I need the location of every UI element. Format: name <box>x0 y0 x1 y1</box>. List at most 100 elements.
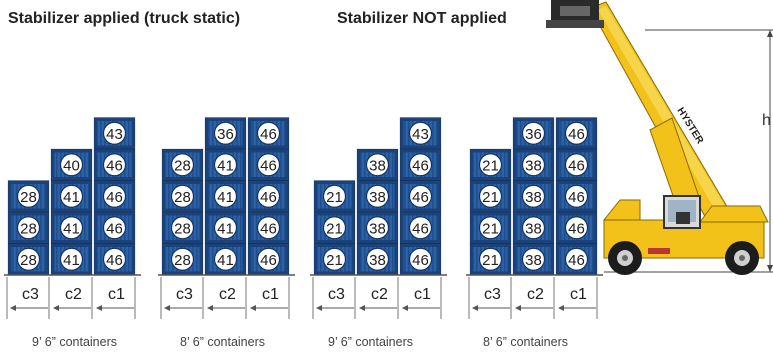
capacity-value: 38 <box>525 252 542 269</box>
container-box: 21 <box>469 243 512 276</box>
container-box: 43 <box>399 117 442 150</box>
container-box: 46 <box>399 180 442 213</box>
capacity-badge <box>408 184 433 208</box>
capacity-badge <box>478 153 503 177</box>
capacity-badge <box>521 216 546 240</box>
capacity-badge <box>102 153 127 177</box>
capacity-badge <box>408 247 433 271</box>
container-box: 38 <box>356 211 399 244</box>
container-box: 41 <box>204 243 247 276</box>
capacity-badge <box>521 153 546 177</box>
capacity-badge <box>408 121 433 145</box>
capacity-value: 46 <box>568 252 585 269</box>
capacity-value: 46 <box>412 252 429 269</box>
container-box: 46 <box>555 180 598 213</box>
capacity-badge <box>256 153 281 177</box>
capacity-value: 21 <box>482 189 499 206</box>
column-label: c3 <box>22 286 39 303</box>
container-box: 40 <box>50 148 93 181</box>
capacity-badge <box>478 216 503 240</box>
capacity-value: 46 <box>568 189 585 206</box>
container-box: 46 <box>93 148 136 181</box>
capacity-value: 46 <box>260 252 277 269</box>
capacity-badge <box>213 216 238 240</box>
capacity-value: 38 <box>369 252 386 269</box>
capacity-badge <box>16 247 41 271</box>
capacity-value: 28 <box>20 220 37 237</box>
capacity-value: 46 <box>568 220 585 237</box>
container-box: 38 <box>512 148 555 181</box>
capacity-value: 36 <box>217 126 234 143</box>
capacity-value: 46 <box>568 126 585 143</box>
container-box: 41 <box>50 243 93 276</box>
capacity-badge <box>59 153 84 177</box>
column-label: c3 <box>328 286 345 303</box>
container-box: 46 <box>93 180 136 213</box>
capacity-value: 41 <box>63 189 80 206</box>
capacity-value: 46 <box>412 220 429 237</box>
container-box: 21 <box>313 211 356 244</box>
container-box: 38 <box>356 243 399 276</box>
capacity-value: 46 <box>412 157 429 174</box>
container-box: 28 <box>161 243 204 276</box>
column-label: c2 <box>219 286 236 303</box>
capacity-badge <box>213 247 238 271</box>
capacity-badge <box>213 184 238 208</box>
container-box: 21 <box>469 180 512 213</box>
capacity-badge <box>213 121 238 145</box>
capacity-value: 21 <box>326 252 343 269</box>
caption-stack-2: 8’ 6” containers <box>180 335 265 349</box>
column-label: c1 <box>108 286 125 303</box>
container-box: 21 <box>313 180 356 213</box>
capacity-value: 28 <box>174 252 191 269</box>
capacity-badge <box>102 121 127 145</box>
capacity-badge <box>521 121 546 145</box>
container-box: 28 <box>161 211 204 244</box>
caption-stack-3: 9’ 6” containers <box>328 335 413 349</box>
capacity-value: 41 <box>217 252 234 269</box>
capacity-value: 28 <box>174 189 191 206</box>
capacity-badge <box>170 247 195 271</box>
column-label: c1 <box>570 286 587 303</box>
column-label: c3 <box>484 286 501 303</box>
container-box: 38 <box>512 211 555 244</box>
capacity-badge <box>213 153 238 177</box>
caption-stack-1: 9’ 6” containers <box>32 335 117 349</box>
container-box: 46 <box>399 148 442 181</box>
container-box: 46 <box>247 243 290 276</box>
capacity-value: 46 <box>106 252 123 269</box>
capacity-badge <box>564 216 589 240</box>
container-box: 41 <box>204 148 247 181</box>
column-label: c2 <box>371 286 388 303</box>
container-box: 46 <box>247 148 290 181</box>
capacity-badge <box>564 153 589 177</box>
capacity-badge <box>365 153 390 177</box>
capacity-value: 21 <box>482 157 499 174</box>
capacity-badge <box>365 216 390 240</box>
capacity-value: 28 <box>20 189 37 206</box>
capacity-value: 38 <box>525 157 542 174</box>
capacity-badge <box>521 184 546 208</box>
container-box: 38 <box>512 243 555 276</box>
capacity-badge <box>256 121 281 145</box>
container-box: 46 <box>399 243 442 276</box>
container-box: 21 <box>469 211 512 244</box>
capacity-value: 41 <box>217 220 234 237</box>
capacity-value: 46 <box>260 220 277 237</box>
capacity-value: 43 <box>412 126 429 143</box>
capacity-badge <box>564 121 589 145</box>
capacity-badge <box>478 184 503 208</box>
capacity-value: 41 <box>63 220 80 237</box>
capacity-badge <box>102 216 127 240</box>
capacity-value: 28 <box>174 220 191 237</box>
capacity-badge <box>59 247 84 271</box>
capacity-badge <box>408 153 433 177</box>
capacity-badge <box>59 184 84 208</box>
height-label: h <box>762 112 771 129</box>
capacity-value: 43 <box>106 126 123 143</box>
container-box: 38 <box>356 148 399 181</box>
capacity-badge <box>322 247 347 271</box>
capacity-value: 40 <box>63 157 80 174</box>
